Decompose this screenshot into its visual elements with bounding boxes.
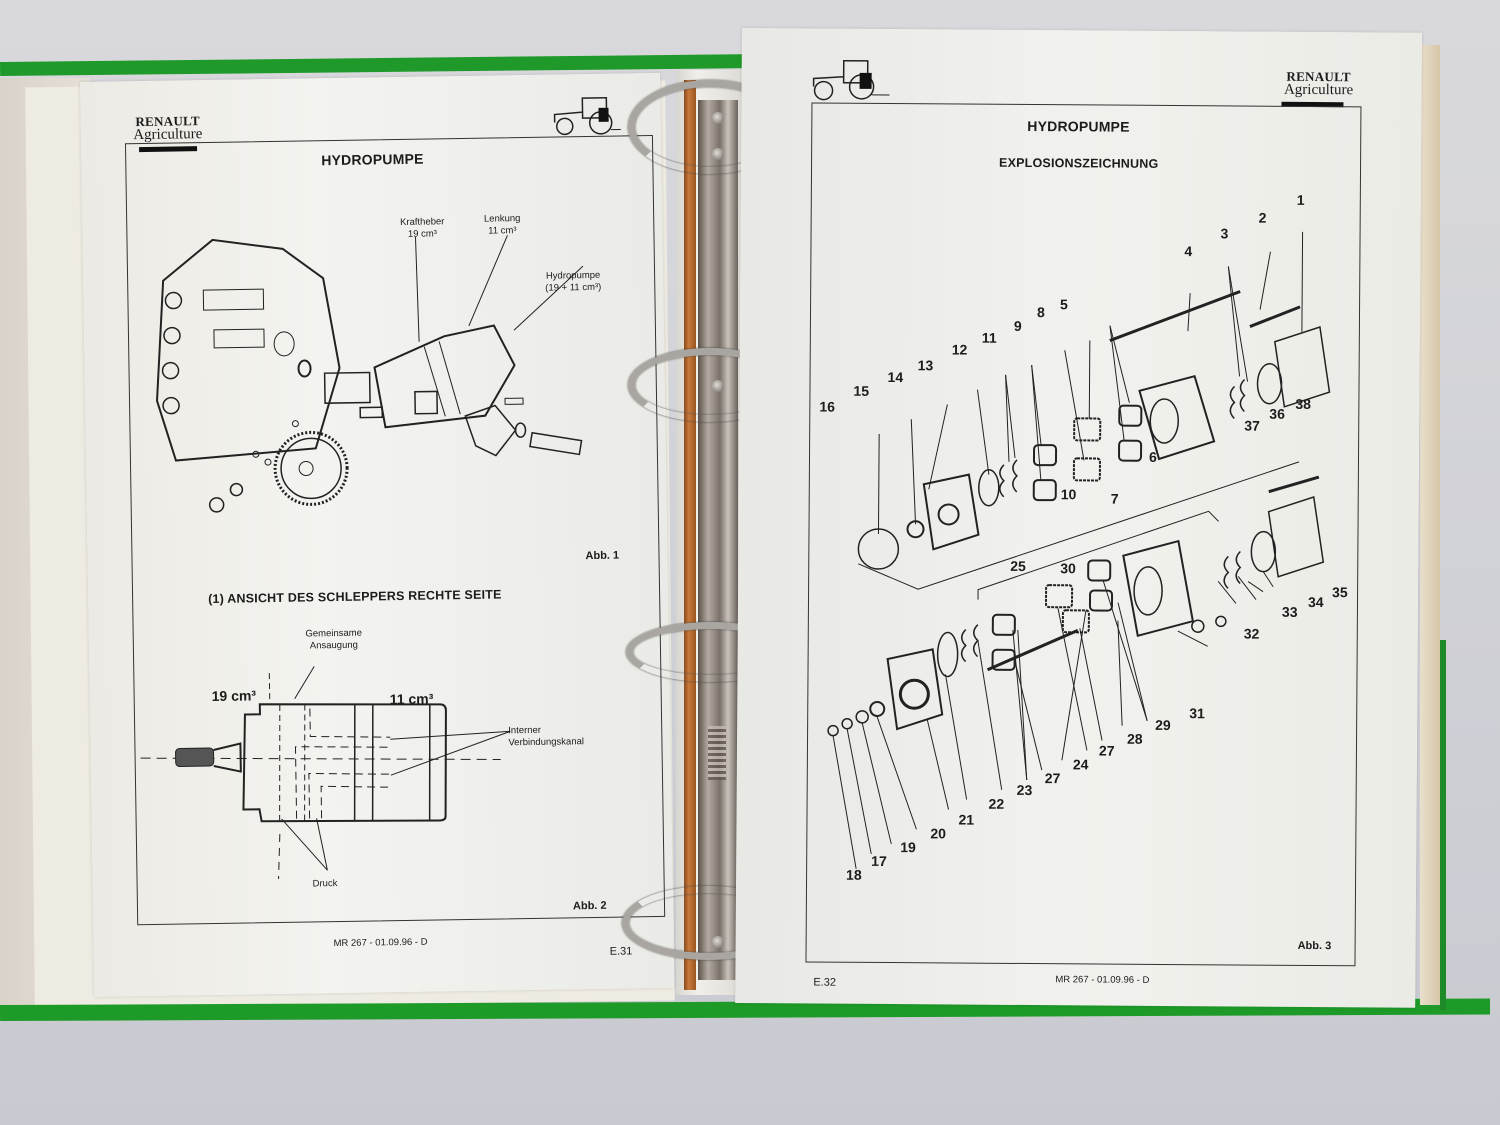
part-number: 31: [1189, 705, 1205, 722]
mechanism-stamp: [708, 726, 726, 780]
part-number: 7: [1110, 490, 1119, 507]
label-gemeinsame-ansaugung: Gemeinsame Ansaugung: [305, 627, 363, 652]
part-number: 5: [1060, 296, 1068, 313]
part-number: 33: [1281, 603, 1298, 620]
part-number: 30: [1060, 560, 1076, 577]
part-number: 2: [1258, 209, 1267, 226]
left-page-number: E.31: [609, 945, 633, 958]
part-number: 38: [1295, 395, 1312, 412]
exploded-view-illustration: [827, 231, 1331, 869]
part-number: 27: [1098, 742, 1115, 759]
renault-agriculture-logo: RENAULT Agriculture: [1275, 69, 1361, 108]
part-number: 21: [958, 811, 975, 828]
part-number: 1: [1296, 191, 1305, 208]
part-number: 22: [988, 795, 1005, 812]
right-page-footer: MR 267 - 01.09.96 - D: [1055, 974, 1150, 986]
part-number: 24: [1072, 756, 1089, 773]
part-number: 11: [981, 329, 997, 346]
label-kraftheber: Kraftheber 19 cm³: [399, 216, 445, 240]
part-number: 36: [1269, 405, 1285, 422]
part-number: 6: [1148, 448, 1157, 465]
brand-line2: Agriculture: [1283, 81, 1354, 99]
part-number: 35: [1332, 584, 1348, 601]
part-number: 4: [1184, 243, 1193, 260]
left-page-footer: MR 267 - 01.09.96 - D: [333, 936, 428, 950]
label-druck: Druck: [312, 878, 338, 890]
part-number: 10: [1060, 486, 1077, 503]
part-number: 20: [930, 825, 947, 842]
part-number: 9: [1013, 317, 1022, 334]
left-page: RENAULT Agriculture HYDROPUMPE: [80, 72, 675, 997]
left-page-title: HYDROPUMPE: [321, 150, 424, 169]
label-lenkung: Lenkung 11 cm³: [483, 213, 521, 237]
right-page-number: E.32: [813, 976, 837, 989]
right-page-subtitle: EXPLOSIONSZEICHNUNG: [999, 155, 1159, 171]
part-number: 8: [1036, 304, 1045, 321]
tractor-icon: [812, 59, 890, 101]
figure3-caption: Abb. 3: [1297, 939, 1332, 953]
figure2-caption: Abb. 2: [572, 899, 607, 913]
part-number: 34: [1307, 593, 1324, 611]
label-hydropumpe: Hydropumpe (19 + 11 cm³): [545, 269, 602, 294]
right-page-title: HYDROPUMPE: [1027, 117, 1130, 135]
pump-schematic-diagram: [140, 666, 511, 879]
part-number: 23: [1016, 781, 1033, 799]
part-number: 13: [917, 357, 934, 374]
right-page: RENAULT Agriculture HYDROPUMPE EXPLOSION…: [735, 28, 1422, 1008]
brand-line2: Agriculture: [133, 126, 203, 144]
binder-spine-edge: [684, 80, 696, 990]
part-number: 18: [846, 866, 862, 883]
figure1-caption: Abb. 1: [585, 549, 620, 563]
part-number: 29: [1155, 716, 1171, 734]
binder-cover-edge-right: [1440, 640, 1446, 1010]
part-number: 19: [900, 839, 916, 856]
page-stack-right: [1420, 45, 1440, 1005]
part-number: 27: [1044, 770, 1061, 787]
part-number: 12: [951, 341, 968, 358]
part-number: 16: [819, 398, 835, 415]
part-number: 32: [1243, 625, 1260, 642]
part-number: 28: [1126, 730, 1143, 747]
tractor-icon: [553, 96, 621, 136]
gearbox-pump-illustration: [156, 235, 584, 513]
ring-mechanism-bar: [698, 100, 738, 980]
part-number: 15: [853, 382, 870, 399]
part-number: 14: [887, 369, 904, 386]
label-interner-verbindungskanal: Interner Verbindungskanal: [508, 724, 585, 749]
part-number: 37: [1244, 417, 1260, 434]
part-number: 25: [1010, 557, 1026, 574]
part-number: 17: [871, 852, 887, 870]
part-number: 3: [1220, 225, 1229, 242]
